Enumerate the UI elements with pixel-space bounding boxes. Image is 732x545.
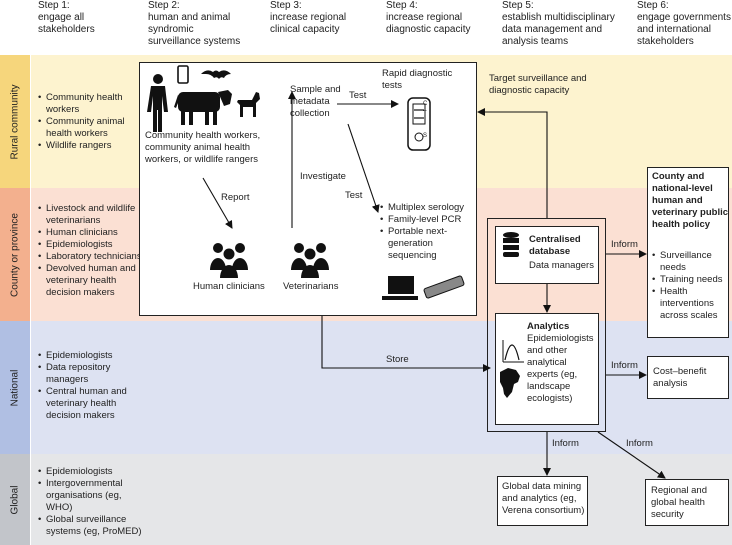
list-item: Multiplex serology xyxy=(380,202,480,214)
computer-icon xyxy=(382,276,418,300)
human-figure-icon xyxy=(147,74,168,132)
list-item: Epidemiologists xyxy=(38,466,148,478)
step-2-header: Step 2:human and animal syndromic survei… xyxy=(148,0,241,47)
list-item: Community health workers xyxy=(38,92,138,116)
step-3-header: Step 3:increase regional clinical capaci… xyxy=(270,0,347,35)
list-item: Epidemiologists xyxy=(38,239,143,251)
stakeholders-national: Epidemiologists Data repository managers… xyxy=(38,350,138,422)
stakeholders-global: Epidemiologists Intergovernmental organi… xyxy=(38,466,148,538)
report-label: Report xyxy=(221,192,250,203)
step-4-header: Step 4:increase regional diagnostic capa… xyxy=(386,0,471,35)
list-item: Surveillance needs xyxy=(652,250,730,274)
rapid-test-icon xyxy=(407,97,431,151)
stakeholders-rural: Community health workers Community anima… xyxy=(38,92,138,152)
policy-list: Surveillance needs Training needs Health… xyxy=(652,250,730,322)
investigate-label: Investigate xyxy=(300,171,346,182)
list-item: Global surveillance systems (eg, ProMED) xyxy=(38,514,148,538)
list-item: Family-level PCR xyxy=(380,214,480,226)
policy-title: County and national-level human and vete… xyxy=(652,171,729,230)
list-item: Human clinicians xyxy=(38,227,143,239)
list-item: Portable next-generation sequencing xyxy=(380,226,480,262)
target-label: Target surveillance and diagnostic capac… xyxy=(489,73,587,96)
analytics-subtitle: Epidemiologists and other analytical exp… xyxy=(527,333,594,404)
test-letter-c: C xyxy=(423,101,428,107)
cost-benefit-label: Cost–benefit analysis xyxy=(653,366,707,389)
global-mining-box xyxy=(497,476,588,526)
cow-icon xyxy=(174,90,232,125)
list-item: Central human and veterinary health deci… xyxy=(38,386,138,422)
list-item: Laboratory technicians xyxy=(38,251,143,263)
dog-icon xyxy=(237,92,260,117)
phone-icon xyxy=(177,65,189,84)
band-label-county: County or province xyxy=(0,188,31,321)
inform-regional-label: Inform xyxy=(626,438,653,449)
list-item: Community animal health workers xyxy=(38,116,138,140)
step-6-header: Step 6:engage governments and internatio… xyxy=(637,0,731,47)
inform-policy-label: Inform xyxy=(611,239,638,250)
step-5-header: Step 5:establish multidisciplinary data … xyxy=(502,0,615,47)
sequencer-icon xyxy=(423,275,465,299)
distribution-chart-icon xyxy=(502,340,524,363)
list-item: Devolved human and veterinary health dec… xyxy=(38,263,143,299)
step-1-header: Step 1:engage all stakeholders xyxy=(38,0,95,35)
veterinarians-label: Veterinarians xyxy=(283,281,339,292)
store-arrow xyxy=(321,316,491,372)
regional-security-box xyxy=(645,479,729,526)
inform-global-label: Inform xyxy=(552,438,579,449)
list-item: Livestock and wildlife veterinarians xyxy=(38,203,143,227)
inform-cost-label: Inform xyxy=(611,360,638,371)
report-arrow xyxy=(202,177,233,229)
africa-map-icon xyxy=(500,368,520,398)
inform-regional-arrow xyxy=(597,431,666,479)
human-clinicians-icon xyxy=(210,243,248,278)
test-letter-t: T xyxy=(423,111,427,117)
human-clinicians-label: Human clinicians xyxy=(193,281,265,292)
lab-tests-list: Multiplex serology Family-level PCR Port… xyxy=(380,202,480,262)
sample-collection-label: Sample and metadata collection xyxy=(290,84,341,119)
data-team-container xyxy=(487,218,606,432)
band-label-national: National xyxy=(0,321,31,454)
bat-icon xyxy=(201,70,231,79)
list-item: Wildlife rangers xyxy=(38,140,138,152)
database-icon xyxy=(503,232,519,257)
database-subtitle: Data managers xyxy=(529,260,594,271)
test-letter-s: S xyxy=(423,133,428,139)
stakeholders-county: Livestock and wildlife veterinarians Hum… xyxy=(38,203,143,299)
global-mining-label: Global data mining and analytics (eg, Ve… xyxy=(502,481,585,516)
test-lower-label: Test xyxy=(345,190,363,201)
list-item: Epidemiologists xyxy=(38,350,138,362)
test-upper-label: Test xyxy=(349,90,367,101)
list-item: Training needs xyxy=(652,274,730,286)
store-label: Store xyxy=(386,354,409,365)
regional-security-label: Regional and global health security xyxy=(651,485,707,520)
target-arrow xyxy=(477,108,548,218)
analytics-box xyxy=(495,313,599,425)
database-title: Centralised database xyxy=(529,234,581,257)
veterinarians-icon xyxy=(291,243,329,278)
list-item: Intergovernmental organisations (eg, WHO… xyxy=(38,478,148,514)
rapid-tests-label: Rapid diagnostic tests xyxy=(382,68,453,91)
cost-benefit-box xyxy=(647,356,729,399)
test-lower-arrow xyxy=(347,123,380,213)
band-label-global: Global xyxy=(0,454,31,545)
analytics-title: Analytics xyxy=(527,321,570,332)
band-label-rural: Rural community xyxy=(0,55,31,188)
list-item: Data repository managers xyxy=(38,362,138,386)
community-workers-label: Community health workers, community anim… xyxy=(145,130,261,165)
list-item: Health interventions across scales xyxy=(652,286,730,322)
